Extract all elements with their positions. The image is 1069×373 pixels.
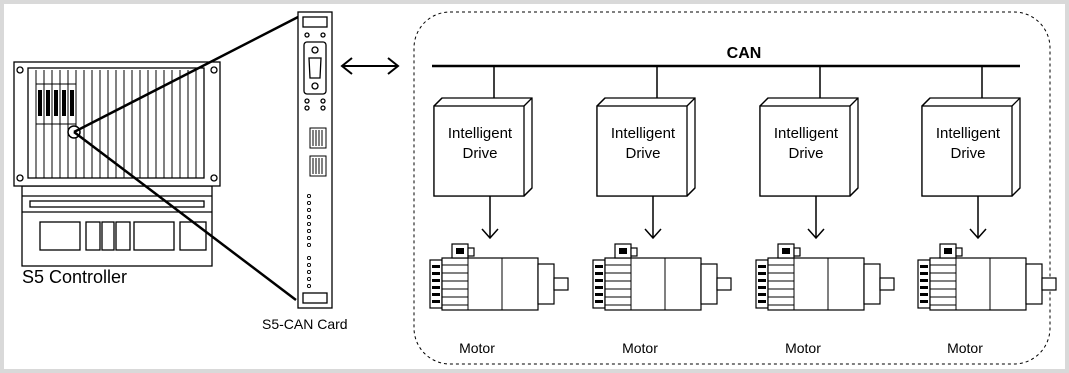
drive-box [921,105,1013,197]
s5-can-card [297,11,333,309]
drive-label-line2: Drive [788,145,823,162]
motor-label: Motor [947,340,983,356]
bidirectional-arrow [340,57,400,75]
zoom-line-bottom [73,131,297,301]
can-network-boundary [413,11,1051,365]
card-label: S5-CAN Card [262,316,348,332]
s5-controller [13,61,221,267]
zoom-line-top [73,14,301,134]
motor-label: Motor [622,340,658,356]
drive-label-line2: Drive [625,145,660,162]
drive-box [759,105,851,197]
arrow-head [644,228,662,240]
controller-label: S5 Controller [22,267,127,287]
drive-label-line1: Intelligent [774,125,839,142]
arrow-head [969,228,987,240]
drive-label-line1: Intelligent [936,125,1001,142]
drive-units: IntelligentDriveMotorIntelligentDriveMot… [429,66,1057,356]
motor-icon [755,243,895,311]
drive-label-line2: Drive [462,145,497,162]
drive-label-line2: Drive [950,145,985,162]
arrow-head [481,228,499,240]
motor-icon [917,243,1057,311]
motor-label: Motor [459,340,495,356]
motor-label: Motor [785,340,821,356]
motor-icon [592,243,732,311]
drive-label-line1: Intelligent [611,125,676,142]
arrow-head [807,228,825,240]
drive-label-line1: Intelligent [448,125,513,142]
can-bus-label: CAN [727,45,762,62]
drive-box [433,105,525,197]
motor-icon [429,243,569,311]
drive-box [596,105,688,197]
